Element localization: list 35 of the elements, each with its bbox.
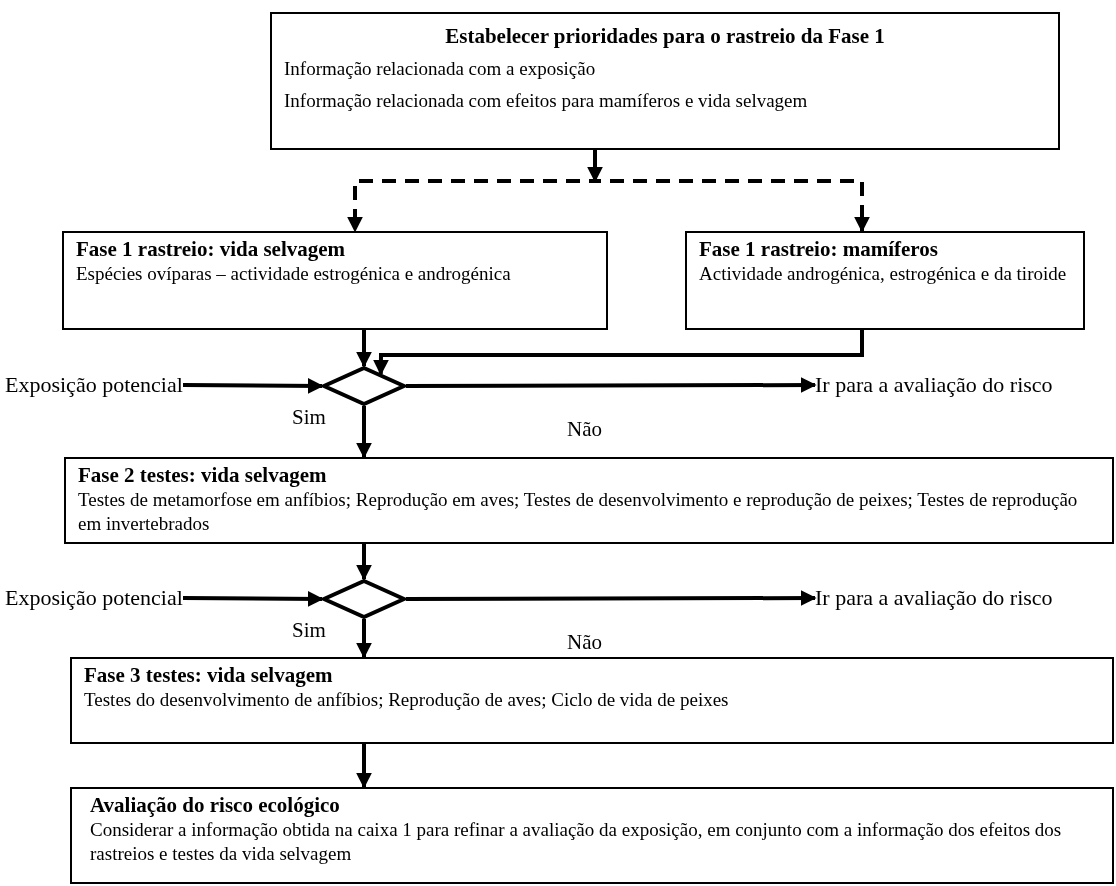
box-text: Testes de metamorfose em anfíbios; Reprodução em aves; Testes de desenvolvimento e reprodução de peixes; Testes de reprodução em invertebrados bbox=[78, 488, 1079, 536]
arrow bbox=[356, 330, 372, 368]
arrow bbox=[406, 377, 817, 394]
process-box bbox=[70, 787, 1114, 884]
flow-text: Exposição potencial bbox=[5, 585, 183, 611]
arrow bbox=[356, 619, 372, 659]
box-heading: Estabelecer prioridades para o rastreio da Fase 1 bbox=[444, 24, 886, 49]
flow-text: Ir para a avaliação do risco bbox=[815, 585, 1053, 611]
process-box bbox=[62, 231, 608, 330]
flow-text: Ir para a avaliação do risco bbox=[815, 372, 1053, 398]
box-text: Espécies ovíparas – actividade estrogénica e androgénica bbox=[76, 262, 512, 286]
flow-text: Exposição potencial bbox=[5, 372, 183, 398]
process-box bbox=[270, 12, 1060, 150]
process-box bbox=[70, 657, 1114, 744]
box-text: Testes do desenvolvimento de anfíbios; Reprodução de aves; Ciclo de vida de peixes bbox=[84, 688, 730, 712]
arrow bbox=[183, 377, 324, 394]
box-heading: Avaliação do risco ecológico bbox=[90, 793, 341, 818]
box-heading: Fase 1 rastreio: vida selvagem bbox=[76, 237, 347, 262]
box-heading: Fase 3 testes: vida selvagem bbox=[84, 663, 334, 688]
box-text: Informação relacionada com a exposição bbox=[284, 57, 597, 81]
process-box bbox=[685, 231, 1085, 330]
decision-diamond bbox=[322, 579, 406, 619]
arrow bbox=[372, 330, 864, 376]
box-text: Actividade androgénica, estrogénica e da tiroide bbox=[699, 262, 1068, 286]
arrow bbox=[356, 544, 372, 581]
box-heading: Fase 2 testes: vida selvagem bbox=[78, 463, 328, 488]
box-heading: Fase 1 rastreio: mamíferos bbox=[699, 237, 939, 262]
arrow bbox=[406, 590, 817, 607]
process-box bbox=[64, 457, 1114, 544]
box-text: Informação relacionada com efeitos para mamíferos e vida selvagem bbox=[284, 89, 809, 113]
box-text: Considerar a informação obtida na caixa 1 para refinar a avaliação da exposição, em conjunto com a informação dos efeitos dos rastreios e testes da vida selvagem bbox=[90, 818, 1063, 866]
arrow bbox=[356, 406, 372, 459]
decision-diamond bbox=[322, 366, 406, 406]
arrow bbox=[183, 590, 324, 607]
arrow bbox=[356, 744, 372, 789]
